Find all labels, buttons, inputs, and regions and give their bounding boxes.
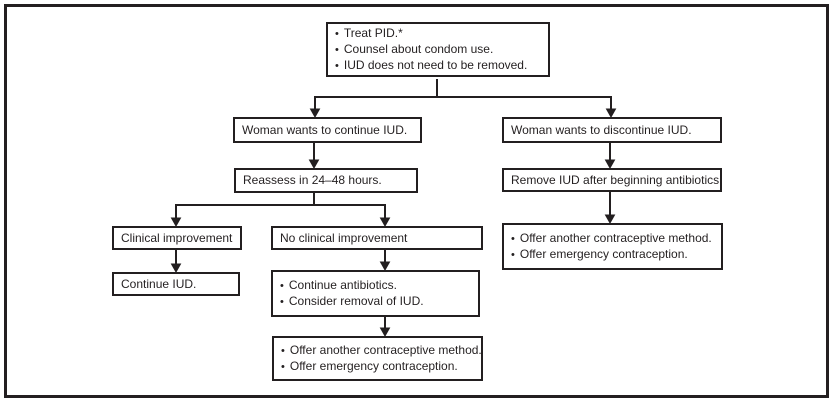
bullet-line: • Consider removal of IUD. xyxy=(280,294,474,310)
bullet-line: • Offer another contraceptive method. xyxy=(511,231,717,247)
bullet-line: • Offer emergency contraception. xyxy=(281,359,477,375)
bullet-line: • Offer emergency contraception. xyxy=(511,247,717,263)
box-treat-pid: • Treat PID.* • Counsel about condom use… xyxy=(326,22,550,77)
antibiotics-line-2: Consider removal of IUD. xyxy=(288,293,424,308)
offer-left-line-1: Offer another contraceptive method. xyxy=(289,342,482,357)
box-reassess: Reassess in 24–48 hours. xyxy=(234,168,418,193)
box-offer-after-no-improvement: • Offer another contraceptive method. • … xyxy=(272,336,483,381)
discontinue-branch-label: Woman wants to discontinue IUD. xyxy=(511,122,692,137)
box-offer-after-removal: • Offer another contraceptive method. • … xyxy=(502,223,723,270)
bullet-glyph: • xyxy=(335,43,339,56)
antibiotics-line-1: Continue antibiotics. xyxy=(288,277,397,292)
box-no-clinical-improvement: No clinical improvement xyxy=(271,226,483,250)
bullet-glyph: • xyxy=(511,248,515,261)
treat-line-2: Counsel about condom use. xyxy=(343,41,494,56)
offer-left-line-2: Offer emergency contraception. xyxy=(289,358,458,373)
reassess-label: Reassess in 24–48 hours. xyxy=(243,173,382,187)
box-continue-antibiotics: • Continue antibiotics. • Consider remov… xyxy=(271,270,480,317)
offer-right-line-1: Offer another contraceptive method. xyxy=(519,230,712,245)
box-clinical-improvement: Clinical improvement xyxy=(112,226,242,250)
bullet-line: • Treat PID.* xyxy=(335,26,544,42)
continue-iud-label: Continue IUD. xyxy=(121,276,197,291)
bullet-glyph: • xyxy=(335,59,339,72)
bullet-glyph: • xyxy=(280,295,284,308)
treat-line-3: IUD does not need to be removed. xyxy=(343,57,528,72)
bullet-line: • Counsel about condom use. xyxy=(335,42,544,58)
bullet-glyph: • xyxy=(335,27,339,40)
continue-branch-label: Woman wants to continue IUD. xyxy=(242,122,408,137)
outer-border-frame xyxy=(4,4,829,398)
clinical-improvement-label: Clinical improvement xyxy=(121,230,233,245)
box-continue-iud: Continue IUD. xyxy=(112,272,240,296)
remove-iud-label: Remove IUD after beginning antibiotics. xyxy=(511,172,723,187)
bullet-line: • IUD does not need to be removed. xyxy=(335,58,544,74)
bullet-line: • Continue antibiotics. xyxy=(280,278,474,294)
box-discontinue-branch: Woman wants to discontinue IUD. xyxy=(502,117,722,143)
box-remove-iud: Remove IUD after beginning antibiotics. xyxy=(502,168,722,192)
bullet-glyph: • xyxy=(280,279,284,292)
bullet-glyph: • xyxy=(281,360,285,373)
box-continue-branch: Woman wants to continue IUD. xyxy=(233,117,422,143)
bullet-glyph: • xyxy=(511,232,515,245)
bullet-glyph: • xyxy=(281,344,285,357)
bullet-line: • Offer another contraceptive method. xyxy=(281,343,482,359)
no-clinical-improvement-label: No clinical improvement xyxy=(280,230,408,245)
treat-line-1: Treat PID.* xyxy=(343,25,403,40)
offer-right-line-2: Offer emergency contraception. xyxy=(519,246,688,261)
